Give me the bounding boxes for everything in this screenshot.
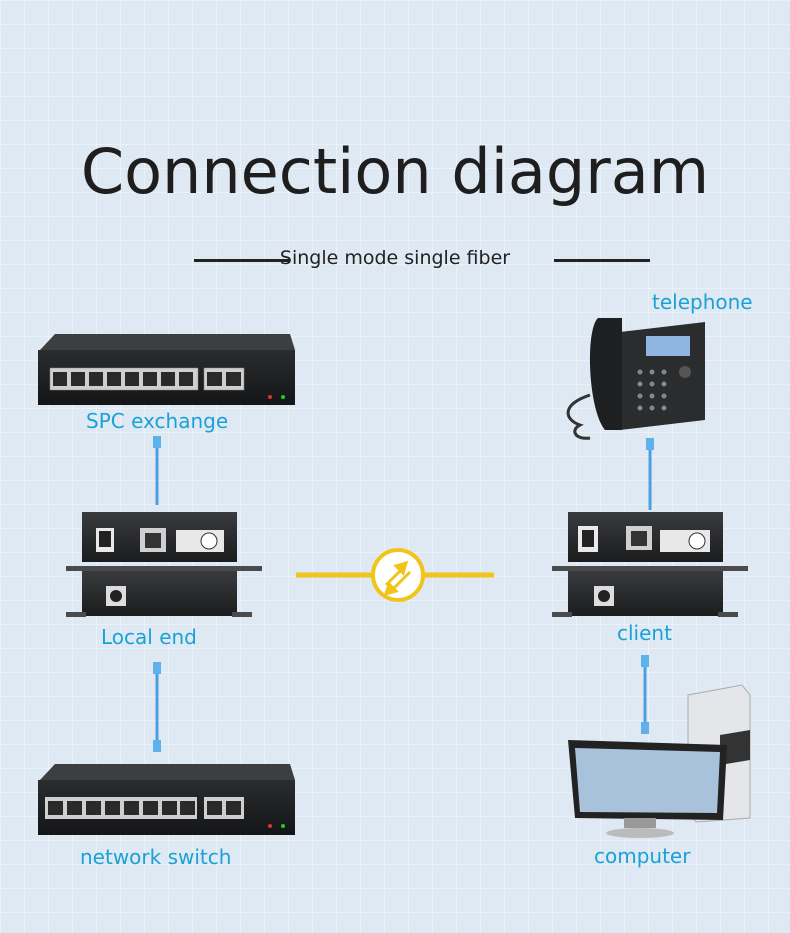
subtitle: Single mode single fiber xyxy=(279,247,511,269)
label-computer: computer xyxy=(594,844,691,868)
cable-local-to-switch xyxy=(153,662,161,752)
client-converter xyxy=(552,512,748,617)
page-title: Connection diagram xyxy=(80,135,710,208)
subtitle-rule-right xyxy=(554,259,650,262)
subtitle-rule-left xyxy=(194,259,290,262)
network-switch xyxy=(38,764,295,835)
telephone-image xyxy=(566,318,705,440)
label-local-end: Local end xyxy=(101,625,197,649)
label-spc-exchange: SPC exchange xyxy=(86,409,229,433)
local-end-converter xyxy=(66,512,262,617)
label-telephone: telephone xyxy=(652,290,753,314)
label-client: client xyxy=(617,621,672,645)
label-network-switch: network switch xyxy=(80,845,232,869)
cable-phone-to-client xyxy=(646,438,654,510)
fiber-link xyxy=(296,548,494,602)
cable-client-to-computer xyxy=(641,655,649,734)
cable-spc-to-local xyxy=(153,436,161,505)
spc-exchange-switch xyxy=(38,334,295,405)
computer-image xyxy=(568,684,751,838)
